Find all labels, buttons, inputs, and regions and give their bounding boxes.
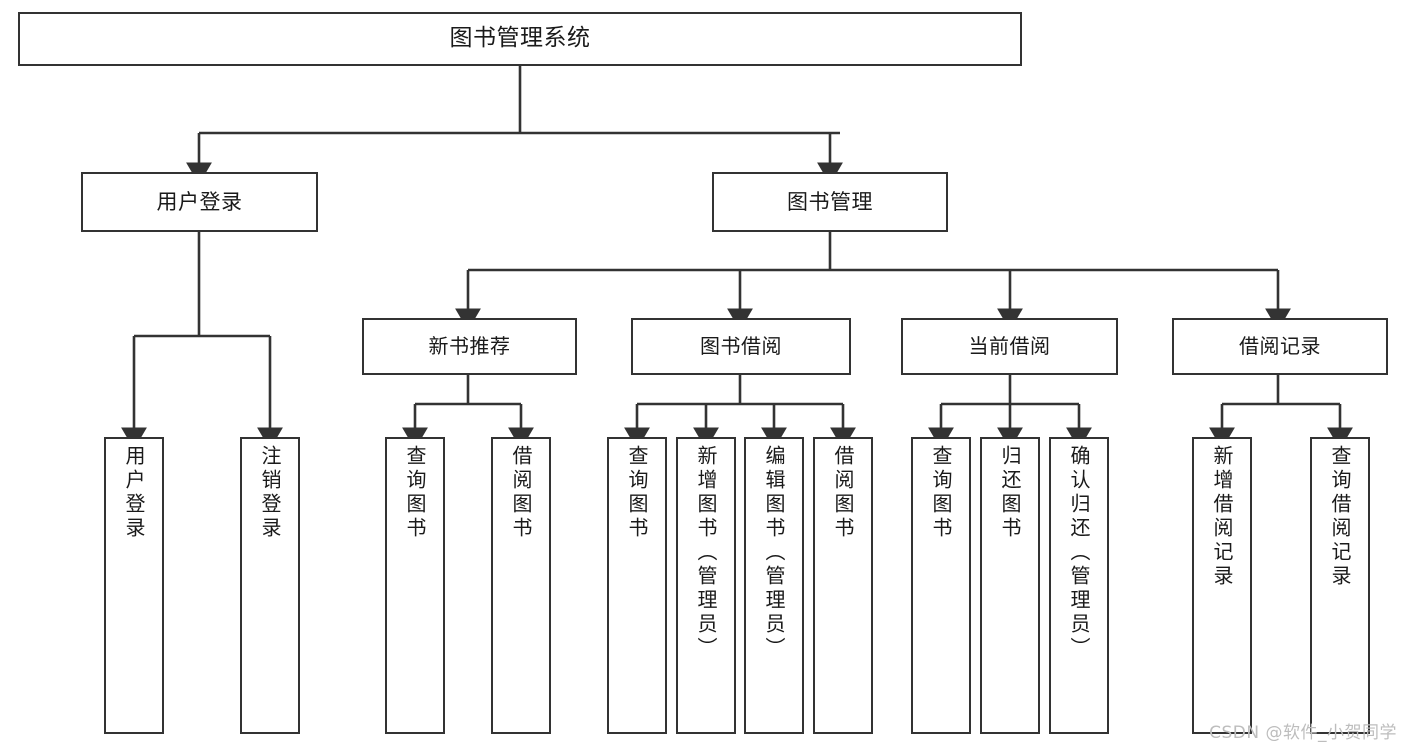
node-leaf-bookborrow-edit-book[interactable]: 编辑图书（管理员） — [744, 437, 804, 734]
node-leaf-records-query-record[interactable]: 查询借阅记录 — [1310, 437, 1370, 734]
node-leaf-currentborrow-return-book-label: 归还图书 — [998, 445, 1022, 541]
node-current-borrow-label: 当前借阅 — [968, 333, 1051, 358]
node-leaf-bookborrow-query-book-label: 查询图书 — [625, 445, 649, 541]
node-book-borrow-label: 图书借阅 — [700, 333, 782, 358]
node-leaf-newbooks-borrow-book[interactable]: 借阅图书 — [491, 437, 551, 734]
node-leaf-currentborrow-return-book[interactable]: 归还图书 — [980, 437, 1040, 734]
node-user-login-label: 用户登录 — [156, 189, 243, 214]
node-leaf-bookborrow-borrow-book[interactable]: 借阅图书 — [813, 437, 873, 734]
node-leaf-records-add-record-label: 新增借阅记录 — [1210, 445, 1234, 589]
node-book-management-label: 图书管理 — [787, 189, 873, 214]
node-leaf-currentborrow-query-book-label: 查询图书 — [929, 445, 953, 541]
node-leaf-bookborrow-borrow-book-label: 借阅图书 — [831, 445, 855, 541]
node-root-system[interactable]: 图书管理系统 — [18, 12, 1022, 66]
node-leaf-newbooks-borrow-book-label: 借阅图书 — [509, 445, 533, 541]
node-leaf-user-login-do[interactable]: 用户登录 — [104, 437, 164, 734]
node-leaf-bookborrow-query-book[interactable]: 查询图书 — [607, 437, 667, 734]
node-leaf-bookborrow-add-book-label: 新增图书（管理员） — [694, 445, 718, 661]
node-leaf-bookborrow-edit-book-label: 编辑图书（管理员） — [762, 445, 786, 661]
node-leaf-currentborrow-confirm-return-label: 确认归还（管理员） — [1067, 445, 1091, 661]
node-leaf-user-login-do-label: 用户登录 — [122, 445, 146, 541]
node-leaf-user-logout-label: 注销登录 — [258, 445, 282, 541]
node-leaf-bookborrow-add-book[interactable]: 新增图书（管理员） — [676, 437, 736, 734]
node-leaf-user-logout[interactable]: 注销登录 — [240, 437, 300, 734]
node-leaf-records-query-record-label: 查询借阅记录 — [1328, 445, 1352, 589]
node-leaf-currentborrow-query-book[interactable]: 查询图书 — [911, 437, 971, 734]
node-user-login[interactable]: 用户登录 — [81, 172, 318, 232]
node-current-borrow[interactable]: 当前借阅 — [901, 318, 1118, 375]
node-borrow-record[interactable]: 借阅记录 — [1172, 318, 1388, 375]
node-root-system-label: 图书管理系统 — [449, 25, 591, 52]
node-book-management[interactable]: 图书管理 — [712, 172, 948, 232]
node-book-borrow[interactable]: 图书借阅 — [631, 318, 851, 375]
node-leaf-newbooks-query-book-label: 查询图书 — [403, 445, 427, 541]
node-leaf-newbooks-query-book[interactable]: 查询图书 — [385, 437, 445, 734]
node-leaf-records-add-record[interactable]: 新增借阅记录 — [1192, 437, 1252, 734]
node-new-book-recommend[interactable]: 新书推荐 — [362, 318, 577, 375]
node-borrow-record-label: 借阅记录 — [1239, 333, 1321, 358]
node-leaf-currentborrow-confirm-return[interactable]: 确认归还（管理员） — [1049, 437, 1109, 734]
node-new-book-recommend-label: 新书推荐 — [428, 333, 511, 358]
